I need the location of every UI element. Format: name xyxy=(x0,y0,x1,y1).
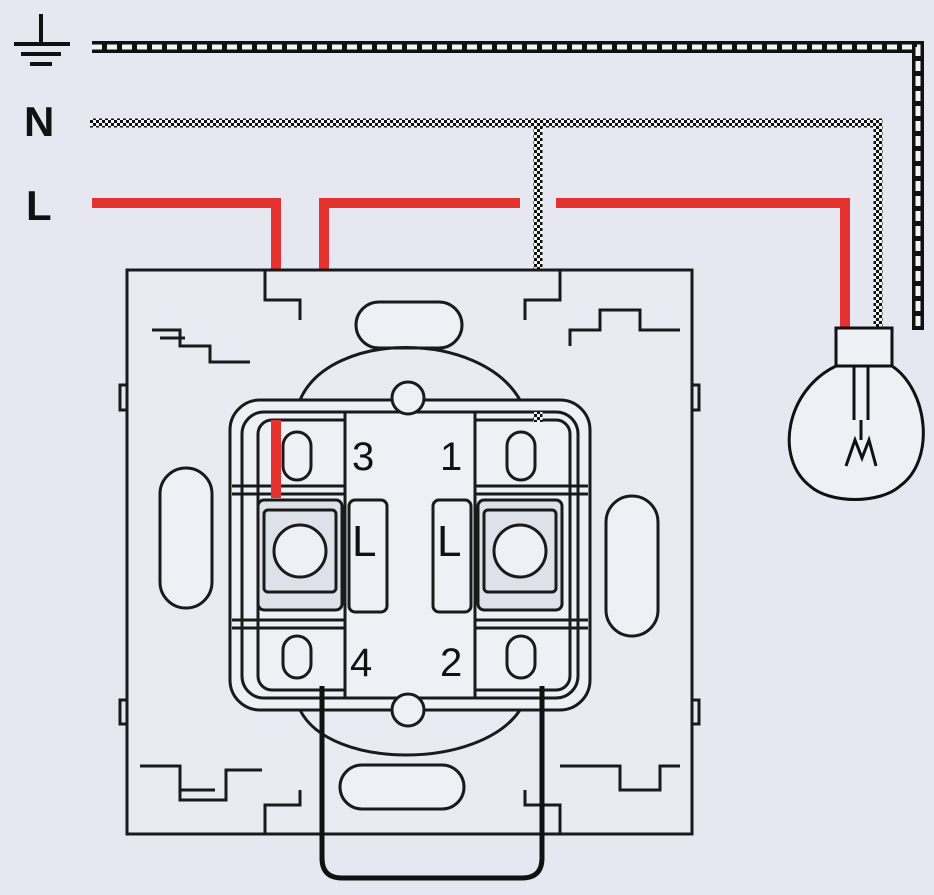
terminal-1-label: 1 xyxy=(440,435,462,479)
switch-mechanism xyxy=(228,346,592,757)
earth-wire xyxy=(92,41,924,330)
terminal-2-label: 2 xyxy=(440,641,462,685)
light-bulb-icon xyxy=(787,326,925,501)
ground-symbol-icon xyxy=(14,14,70,66)
terminal-4-label: 4 xyxy=(350,641,372,685)
neutral-label: N xyxy=(24,98,54,145)
right-l-label: L xyxy=(437,517,461,566)
left-l-label: L xyxy=(352,517,376,566)
bridge-wire xyxy=(319,686,545,881)
terminal-3-label: 3 xyxy=(352,435,374,479)
line-label: L xyxy=(26,182,52,229)
